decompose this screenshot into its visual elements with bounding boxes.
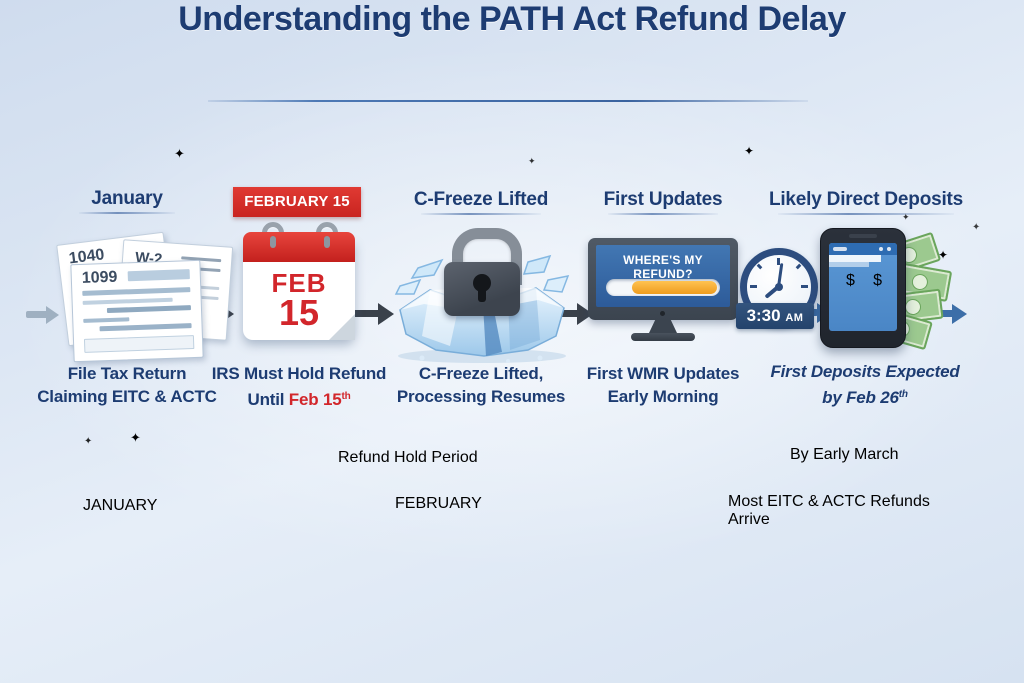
sparkle-icon: ✦ xyxy=(972,222,981,233)
ice-block xyxy=(394,254,570,363)
sparkle-icon: ✦ xyxy=(528,156,536,166)
caption-first-deposits: First Deposits Expected by Feb 26th xyxy=(770,362,960,407)
page-title: Understanding the PATH Act Refund Delay xyxy=(178,0,846,38)
caption-cfreeze: C-Freeze Lifted, Processing Resumes xyxy=(396,364,566,406)
lock-body xyxy=(444,262,520,316)
stage-header-c-freeze: C-Freeze Lifted xyxy=(413,189,549,210)
sparkle-icon: ✦ xyxy=(130,430,141,445)
sparkle-icon: ✦ xyxy=(902,212,910,222)
stage-header-january: January xyxy=(91,188,163,209)
sparkle-icon: ✦ xyxy=(84,436,93,447)
lock-shackle xyxy=(452,228,522,285)
dollar-sign: $ xyxy=(846,272,855,289)
header-underline xyxy=(608,213,718,215)
stage-header-direct-deposits: Likely Direct Deposits xyxy=(768,189,964,210)
dollar-coin: $ xyxy=(873,272,882,289)
caption-wmr-updates: First WMR Updates Early Morning xyxy=(586,364,740,406)
monitor-base xyxy=(631,333,695,341)
axis-note: Most EITC & ACTC Refunds Arrive xyxy=(728,493,930,528)
refund-hold-band xyxy=(238,444,734,446)
monitor-bezel: WHERE'S MY REFUND? xyxy=(588,238,738,320)
axis-label-february: FEBRUARY xyxy=(395,495,482,512)
title-underline xyxy=(208,100,808,102)
monitor-screen: WHERE'S MY REFUND? xyxy=(596,245,730,307)
time-badge: 3:30 AM xyxy=(736,303,814,329)
phone-body: $ $ xyxy=(820,228,906,348)
band-label: Refund Hold Period xyxy=(338,449,478,466)
caption-hold-refund: IRS Must Hold Refund Until Feb 15th xyxy=(211,364,387,409)
stage-header-first-updates: First Updates xyxy=(603,189,723,210)
progress-bar xyxy=(606,279,720,296)
deposit-card: $ $ xyxy=(839,265,887,299)
sparkle-icon: ✦ xyxy=(744,144,755,158)
monitor-stand xyxy=(649,320,677,333)
calendar-banner: FEBRUARY 15 xyxy=(233,187,361,217)
header-underline xyxy=(421,213,541,215)
header-underline xyxy=(79,212,175,214)
sparkle-icon: ✦ xyxy=(174,146,185,161)
axis-label-january: JANUARY xyxy=(83,497,158,514)
wmr-text: WHERE'S MY REFUND? xyxy=(623,253,703,281)
band-note: By Early March xyxy=(790,446,899,463)
phone-screen: $ $ xyxy=(829,243,897,331)
sparkle-icon: ✦ xyxy=(938,248,949,262)
header-underline xyxy=(778,213,954,215)
caption-file-return: File Tax Return Claiming EITC & ACTC xyxy=(37,364,217,406)
calendar-page: FEB 15 xyxy=(243,232,355,340)
form-1099: 1099 xyxy=(70,259,204,363)
